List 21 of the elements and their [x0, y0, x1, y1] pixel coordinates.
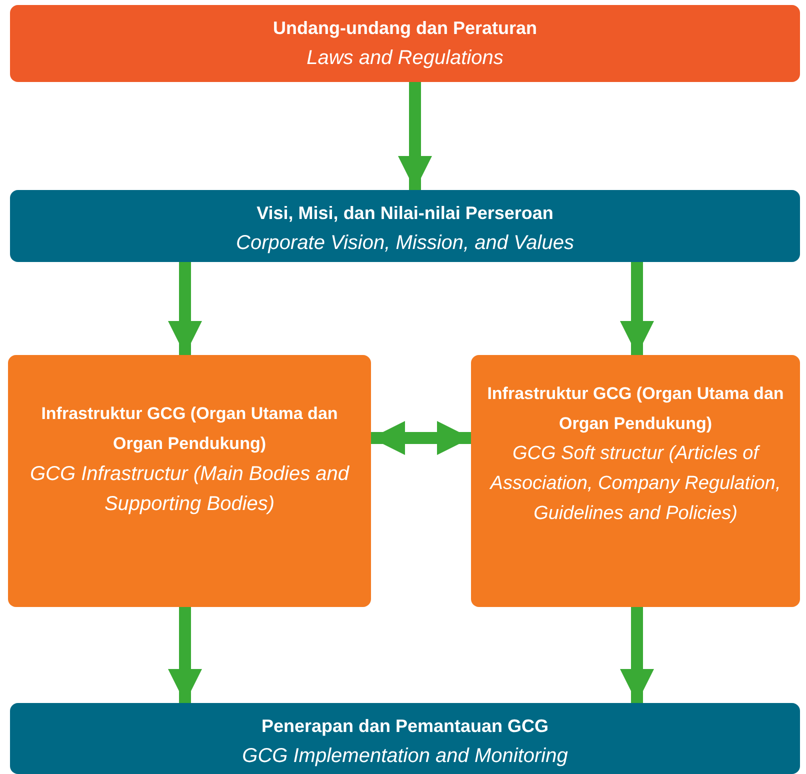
box-subtitle: Corporate Vision, Mission, and Values	[236, 231, 574, 256]
arrow	[371, 421, 471, 455]
process-box	[471, 355, 800, 607]
box-heading: Infrastruktur GCG (Organ Utama dan Organ Pendukung)	[40, 403, 339, 455]
arrow	[620, 607, 654, 703]
arrow	[168, 607, 202, 703]
arrow	[398, 82, 432, 190]
arrow	[620, 262, 654, 355]
process-box	[10, 190, 800, 262]
box-subtitle: Laws and Regulations	[306, 46, 504, 71]
box-heading: Undang-undang dan Peraturan	[272, 17, 537, 40]
process-box	[10, 5, 800, 82]
box-heading: Visi, Misi, dan Nilai-nilai Perseroan	[256, 202, 554, 225]
box-subtitle: GCG Infrastructur (Main Bodies and Supporting Bodies)	[28, 462, 350, 517]
box-subtitle: GCG Soft structur (Articles of Association, Company Regulation, Guidelines and Policies)	[488, 442, 782, 526]
box-subtitle: GCG Implementation and Monitoring	[242, 744, 568, 769]
box-heading: Infrastruktur GCG (Organ Utama dan Organ Pendukung)	[486, 383, 785, 435]
box-heading: Penerapan dan Pemantauan GCG	[261, 715, 549, 738]
process-box	[8, 355, 371, 607]
process-box	[10, 703, 800, 774]
arrow	[168, 262, 202, 355]
